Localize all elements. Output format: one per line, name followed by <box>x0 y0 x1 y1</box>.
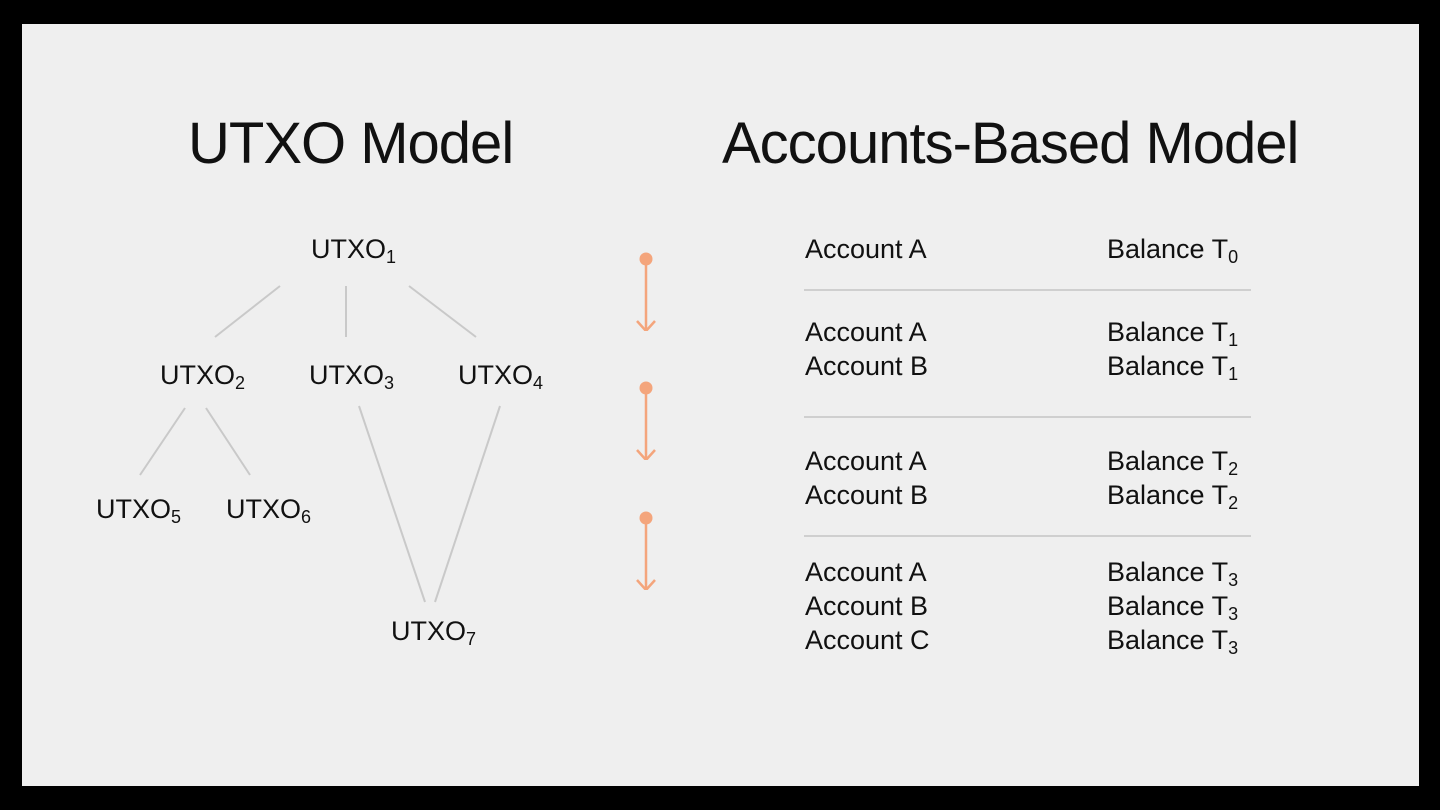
balance-label: Balance T0 <box>1107 234 1239 267</box>
utxo-model-title: UTXO Model <box>188 111 514 176</box>
link-2-5 <box>139 407 186 476</box>
group-divider <box>804 535 1251 537</box>
account-label: Account C <box>805 625 930 655</box>
balance-label: Balance T2 <box>1107 446 1239 479</box>
utxo-node-7: UTXO7 <box>391 616 477 649</box>
utxo-node-4: UTXO4 <box>458 360 544 393</box>
time-arrow-icon <box>636 511 656 590</box>
accounts-model-title: Accounts-Based Model <box>722 111 1299 176</box>
balance-label: Balance T1 <box>1107 351 1239 384</box>
balance-label: Balance T3 <box>1107 591 1239 624</box>
group-divider <box>804 289 1251 291</box>
utxo-node-6: UTXO6 <box>226 494 312 527</box>
link-3-7 <box>358 405 426 603</box>
utxo-tree-links <box>139 285 501 603</box>
utxo-node-2: UTXO2 <box>160 360 246 393</box>
account-label: Account B <box>805 480 929 510</box>
link-1-2 <box>214 285 281 338</box>
time-arrow-icon <box>636 381 656 460</box>
link-2-6 <box>205 407 251 476</box>
time-arrow-icon <box>636 252 656 331</box>
account-label: Account A <box>805 317 927 347</box>
account-label: Account A <box>805 234 927 264</box>
account-label: Account A <box>805 446 927 476</box>
utxo-node-1: UTXO1 <box>311 234 397 267</box>
balance-label: Balance T3 <box>1107 625 1239 658</box>
balance-label: Balance T1 <box>1107 317 1239 350</box>
balance-label: Balance T2 <box>1107 480 1239 513</box>
account-label: Account B <box>805 351 929 381</box>
slide: UTXO Model Accounts-Based Model UTXO1 UT… <box>22 24 1419 786</box>
account-label: Account A <box>805 557 927 587</box>
link-4-7 <box>434 405 501 603</box>
balance-label: Balance T3 <box>1107 557 1239 590</box>
group-divider <box>804 416 1251 418</box>
utxo-node-5: UTXO5 <box>96 494 182 527</box>
account-label: Account B <box>805 591 929 621</box>
utxo-node-3: UTXO3 <box>309 360 395 393</box>
link-1-4 <box>408 285 477 338</box>
